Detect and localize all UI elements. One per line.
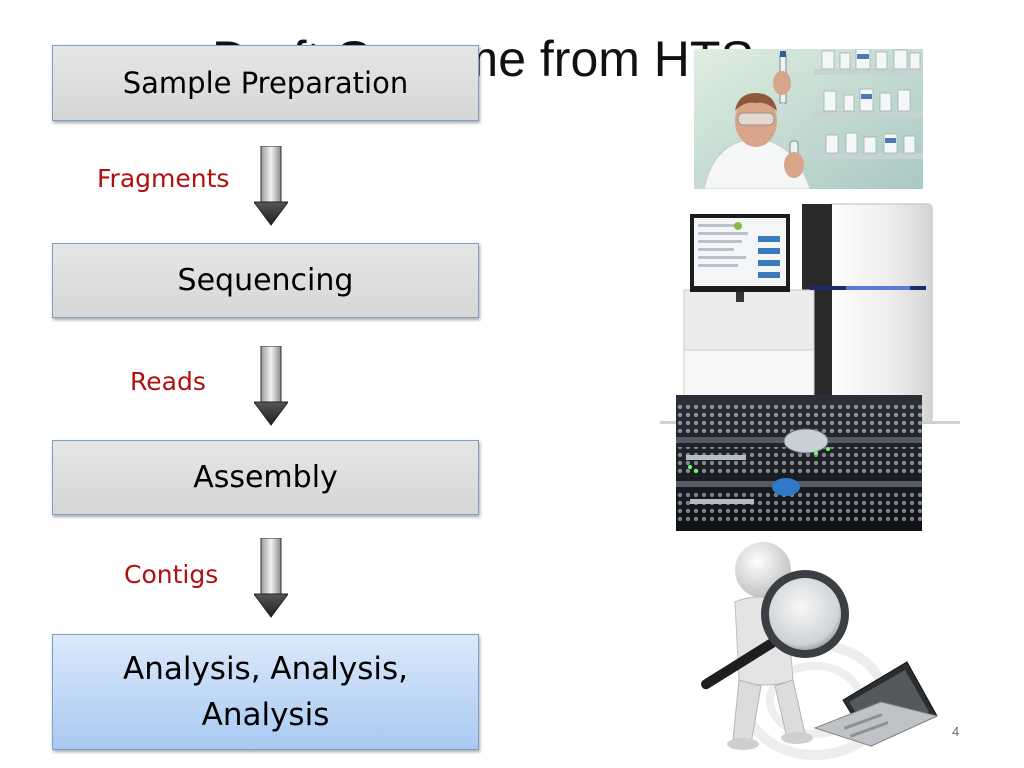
dell-server-image: [676, 395, 922, 531]
lab-scientist-image: [694, 49, 923, 189]
step-sample-preparation: Sample Preparation: [52, 45, 479, 121]
step-label: Sequencing: [177, 263, 354, 298]
step-label-line2: Analysis: [201, 697, 330, 733]
step-analysis: Analysis, Analysis, Analysis: [52, 634, 479, 750]
down-arrow-icon: [254, 146, 288, 226]
transition-label-reads: Reads: [130, 367, 206, 396]
down-arrow-icon: [254, 346, 288, 426]
transition-label-contigs: Contigs: [124, 560, 219, 589]
transition-label-fragments: Fragments: [97, 164, 230, 193]
step-label: Sample Preparation: [122, 66, 409, 100]
down-arrow-icon: [254, 538, 288, 618]
slide-number: 4: [952, 724, 960, 739]
magnifier-figure-image: [675, 540, 960, 768]
step-label: Assembly: [193, 460, 338, 495]
step-label-line1: Analysis, Analysis,: [122, 651, 408, 687]
step-assembly: Assembly: [52, 440, 479, 515]
step-sequencing: Sequencing: [52, 243, 479, 318]
sequencer-machine-image: [660, 200, 960, 430]
